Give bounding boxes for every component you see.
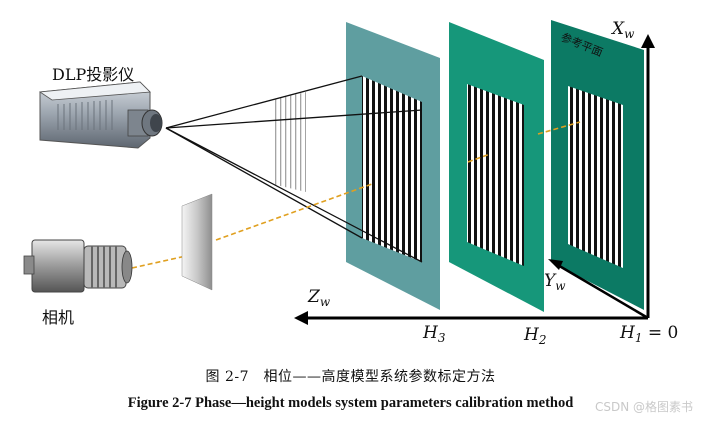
projection-rays <box>165 75 423 263</box>
camera-icon <box>23 239 133 293</box>
plane-h3 <box>346 22 440 310</box>
axis-yw-label: Yw <box>544 271 566 293</box>
plane-h2 <box>449 22 544 312</box>
calibration-diagram: DLP投影仪 相机 参考平面 Zw Xw Yw H3 H2 H1 = 0 <box>23 19 678 347</box>
projector-icon <box>38 81 163 149</box>
world-axes <box>294 34 655 325</box>
camera-image-plane <box>181 193 213 291</box>
h2-label: H2 <box>523 325 546 347</box>
figure-caption-chinese: 图 2-7 相位——高度模型系统参数标定方法 <box>205 369 496 385</box>
plane-h1-reference <box>551 20 644 310</box>
camera-label: 相机 <box>42 308 74 327</box>
h3-label: H3 <box>422 323 446 345</box>
intermediate-fringe-ghost <box>272 92 306 192</box>
axis-zw-label: Zw <box>307 287 331 309</box>
h1-label: H1 = 0 <box>619 323 678 345</box>
camera-optical-axis <box>131 121 581 269</box>
projector-label: DLP投影仪 <box>52 65 134 84</box>
figure-caption-english: Figure 2-7 Phase—height models system pa… <box>127 395 574 411</box>
watermark: CSDN @格图素书 <box>594 400 693 414</box>
axis-xw-label: Xw <box>610 19 635 41</box>
